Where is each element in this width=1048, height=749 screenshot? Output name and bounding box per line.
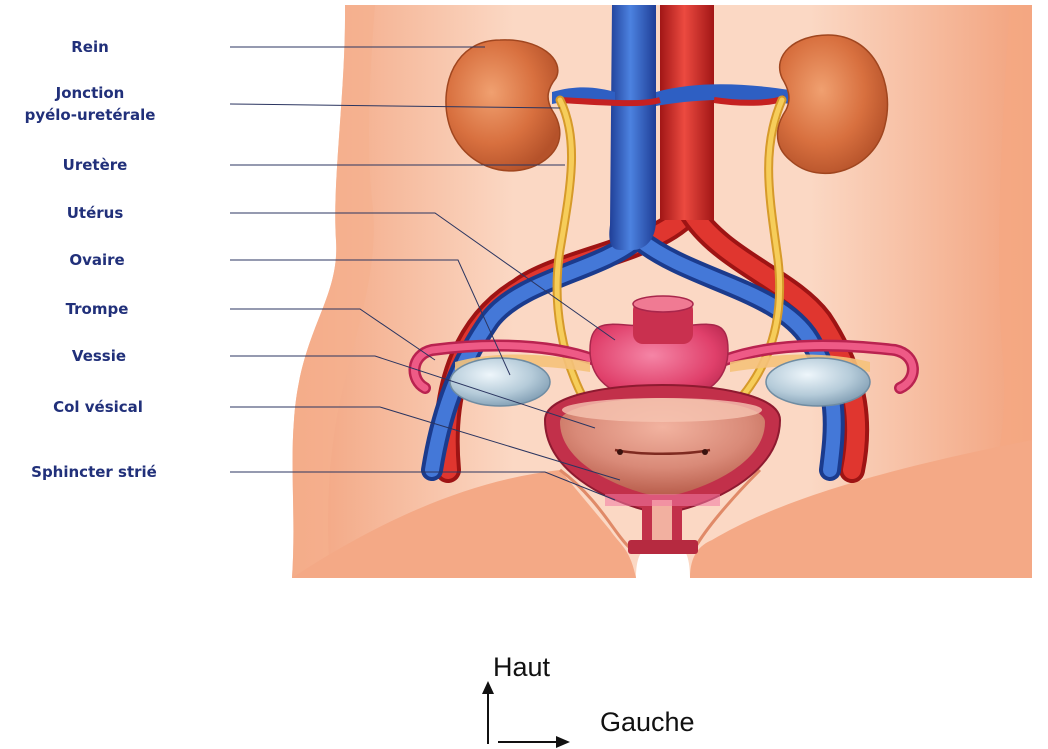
label-jonction-line2: pyélo-uretérale bbox=[25, 106, 156, 124]
label-jonction-line1: Jonction bbox=[55, 84, 125, 102]
right-arrow-icon bbox=[556, 736, 570, 748]
up-arrow-icon bbox=[482, 681, 494, 694]
label-rein: Rein bbox=[71, 38, 109, 56]
label-trompe: Trompe bbox=[66, 300, 129, 318]
labels: Rein Jonction pyélo-uretérale Uretère Ut… bbox=[25, 38, 157, 481]
label-ovaire: Ovaire bbox=[69, 251, 124, 269]
ovary-left bbox=[450, 358, 550, 406]
label-haut: Haut bbox=[493, 652, 551, 682]
label-vessie: Vessie bbox=[72, 347, 126, 365]
label-gauche: Gauche bbox=[600, 707, 695, 737]
label-uterus: Utérus bbox=[67, 204, 124, 222]
orientation-indicator: Haut Gauche bbox=[482, 652, 695, 748]
label-col-vesical: Col vésical bbox=[53, 398, 143, 416]
label-uretere: Uretère bbox=[63, 156, 128, 174]
ovary-right bbox=[766, 358, 870, 406]
kidney-right bbox=[778, 35, 888, 173]
label-sphincter-strie: Sphincter strié bbox=[31, 463, 157, 481]
